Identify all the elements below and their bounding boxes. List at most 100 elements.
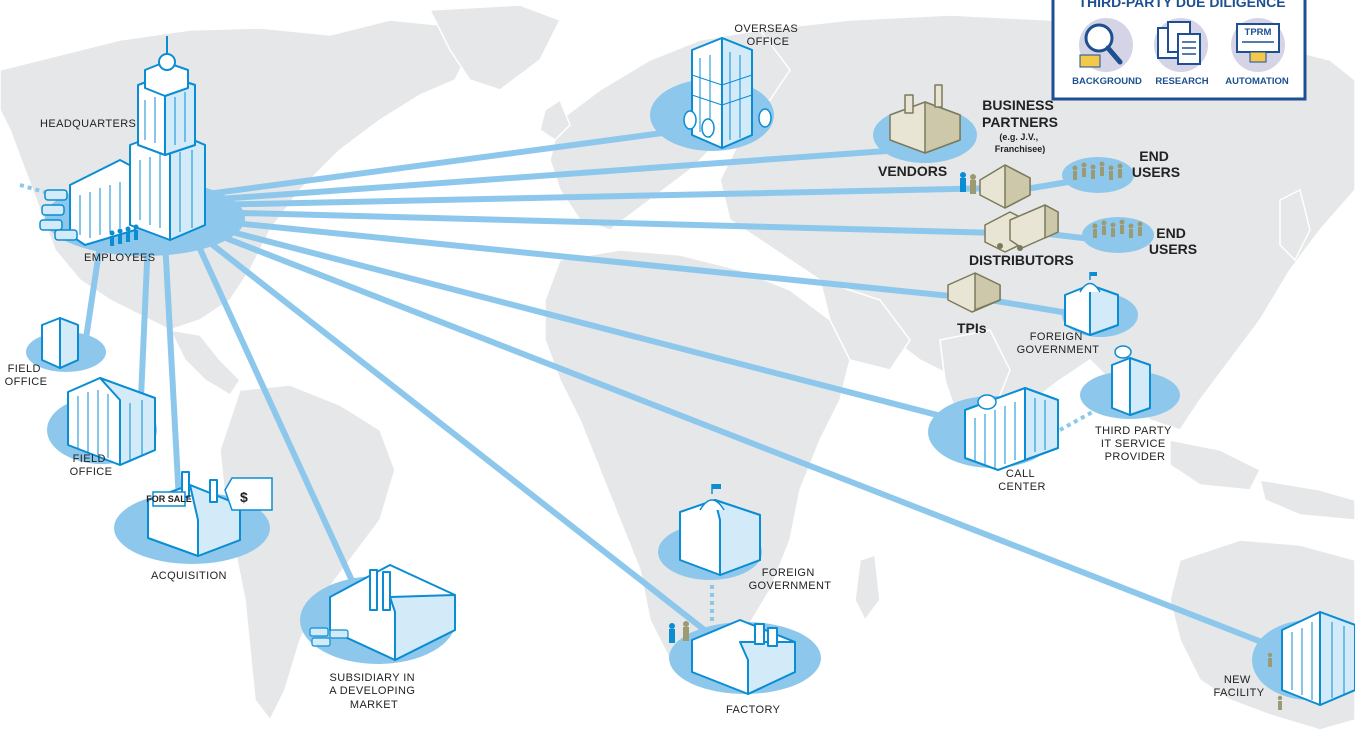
subsidiary-label-1: SUBSIDIARY IN [330, 672, 416, 684]
foreign-government-1-label-1: FOREIGN [1030, 331, 1083, 343]
call-center-label-1: CALL [1006, 468, 1035, 480]
business-partners-node: BUSINESS PARTNERS (e.g. J.V., Franchisee… [960, 97, 1058, 209]
overseas-office-label-1: OVERSEAS [734, 23, 798, 35]
factory-node: FACTORY [669, 619, 821, 716]
call-center-label-2: CENTER [998, 481, 1046, 493]
vendors-node: VENDORS [873, 84, 977, 179]
third-party-it-label-3: PROVIDER [1105, 451, 1166, 463]
field-office-1-node: FIELD OFFICE [5, 317, 106, 388]
vendors-label: VENDORS [878, 163, 947, 179]
dotted-link-hq-west [19, 183, 56, 197]
trees [683, 108, 772, 138]
svg-text:FOREIGN GOVERNMENT: FOREIGN GOVERNMENT [749, 567, 832, 592]
tpis-node: TPIs [947, 272, 1001, 336]
panel-item-automation-label: AUTOMATION [1225, 76, 1289, 87]
business-partners-label-1: BUSINESS [982, 97, 1054, 113]
end-users-1-node: END USERS [1062, 148, 1180, 193]
acquisition-node: FOR SALE $ ACQUISITION [114, 471, 273, 582]
field-office-1-label-2: OFFICE [5, 376, 48, 388]
employees-label: EMPLOYEES [84, 252, 155, 264]
svg-text:SUBSIDIARY IN A DEVELOPI: SUBSIDIARY IN A DEVELOPING MARKET [329, 672, 419, 711]
tprm-computer-icon: TPRM [1231, 18, 1285, 72]
svg-text:THIRD PARTY IT SERVICE: THIRD PARTY IT SERVICE PROVIDER [1095, 425, 1175, 463]
link-tpis [202, 217, 993, 303]
foreign-government-2-label-1: FOREIGN [762, 567, 815, 579]
new-facility-label-1: NEW [1224, 674, 1251, 686]
business-partners-note-1: (e.g. J.V., [999, 132, 1038, 142]
price-tag-icon [224, 477, 273, 511]
magnifier-icon [1079, 18, 1133, 72]
overseas-office-label-2: OFFICE [747, 36, 790, 48]
third-party-it-node: THIRD PARTY IT SERVICE PROVIDER [1080, 345, 1180, 463]
link-field-office-1 [82, 242, 103, 348]
subsidiary-label-3: MARKET [350, 699, 398, 711]
svg-text:BUSINESS PARTNERS: BUSINESS PARTNERS [982, 97, 1058, 130]
business-partners-label-2: PARTNERS [982, 114, 1058, 130]
link-call-center [202, 222, 998, 433]
svg-text:NEW FACILITY: NEW FACILITY [1214, 674, 1265, 699]
factory-label: FACTORY [726, 704, 781, 716]
link-vendors [202, 147, 903, 203]
end-users-crowd-2 [1092, 219, 1143, 238]
third-party-it-label-1: THIRD PARTY [1095, 425, 1172, 437]
end-users-1-label-2: USERS [1132, 164, 1180, 180]
new-facility-label-2: FACILITY [1214, 687, 1265, 699]
link-factory [197, 232, 733, 653]
link-new-facility [202, 227, 1298, 658]
link-subsidiary [192, 235, 373, 623]
foreign-government-2-node: FOREIGN GOVERNMENT [658, 484, 831, 592]
end-users-2-label-2: USERS [1149, 241, 1197, 257]
end-users-2-label-1: END [1156, 225, 1186, 241]
field-office-2-label-1: FIELD [73, 453, 106, 465]
link-field-office-2 [137, 237, 151, 423]
svg-text:FIELD OFFICE: FIELD OFFICE [70, 453, 113, 478]
panel-item-background-label: BACKGROUND [1072, 76, 1142, 87]
link-acquisition [162, 237, 183, 523]
third-party-it-label-2: IT SERVICE [1101, 438, 1166, 450]
field-office-2-label-2: OFFICE [70, 466, 113, 478]
link-overseas-office [197, 125, 703, 198]
svg-text:FOREIGN GOVERNMENT: FOREIGN GOVERNMENT [1017, 331, 1100, 356]
foreign-government-1-label-2: GOVERNMENT [1017, 344, 1100, 356]
subsidiary-cars [309, 627, 349, 647]
price-tag-symbol: $ [240, 489, 248, 505]
acquisition-sign: FOR SALE [146, 494, 192, 504]
end-users-1-label-1: END [1139, 148, 1169, 164]
distributors-label: DISTRIBUTORS [969, 252, 1074, 268]
headquarters-label: HEADQUARTERS [40, 118, 136, 130]
panel-title: THIRD-PARTY DUE DILIGENCE [1078, 0, 1285, 10]
overseas-office-node: OVERSEAS OFFICE [650, 23, 801, 151]
panel-item-research-label: RESEARCH [1155, 76, 1208, 87]
field-office-2-node: FIELD OFFICE [47, 377, 157, 478]
svg-text:CALL CENTER: CALL CENTER [998, 468, 1046, 493]
svg-text:END USERS: END USERS [1149, 225, 1197, 257]
headquarters-node: HEADQUARTERS EMPLOYEES [39, 36, 245, 264]
construction-workers [1267, 652, 1283, 710]
link-distributors [202, 209, 1003, 236]
tprm-screen-text: TPRM [1245, 27, 1272, 38]
new-facility-node: NEW FACILITY [1214, 611, 1355, 710]
subsidiary-label-2: A DEVELOPING [329, 685, 415, 697]
link-business-partners [202, 185, 1003, 208]
svg-text:(e.g. J.V., Franchisee): (e.g. J.V., Franchisee) [995, 132, 1046, 154]
subsidiary-node: SUBSIDIARY IN A DEVELOPING MARKET [300, 564, 456, 711]
distributors-node: DISTRIBUTORS [969, 204, 1074, 268]
foreign-government-2-label-2: GOVERNMENT [749, 580, 832, 592]
due-diligence-panel: THIRD-PARTY DUE DILIGENCE BACKGROUND RES… [1051, 0, 1307, 101]
svg-text:OVERSEAS OFFICE: OVERSEAS OFFICE [734, 23, 801, 48]
documents-icon [1154, 18, 1208, 72]
tpis-label: TPIs [957, 320, 987, 336]
business-partners-note-2: Franchisee) [995, 144, 1046, 154]
end-users-crowd [1072, 161, 1123, 180]
foreign-government-1-node: FOREIGN GOVERNMENT [1017, 272, 1138, 356]
svg-text:END USERS: END USERS [1132, 148, 1180, 180]
acquisition-label: ACQUISITION [151, 570, 227, 582]
end-users-2-node: END USERS [1082, 217, 1197, 257]
employees-people [109, 224, 139, 246]
parking-cars [39, 189, 78, 241]
field-office-1-label-1: FIELD [8, 363, 41, 375]
call-center-node: CALL CENTER [928, 387, 1059, 493]
svg-text:FIELD OFFICE: FIELD OFFICE [5, 363, 48, 388]
